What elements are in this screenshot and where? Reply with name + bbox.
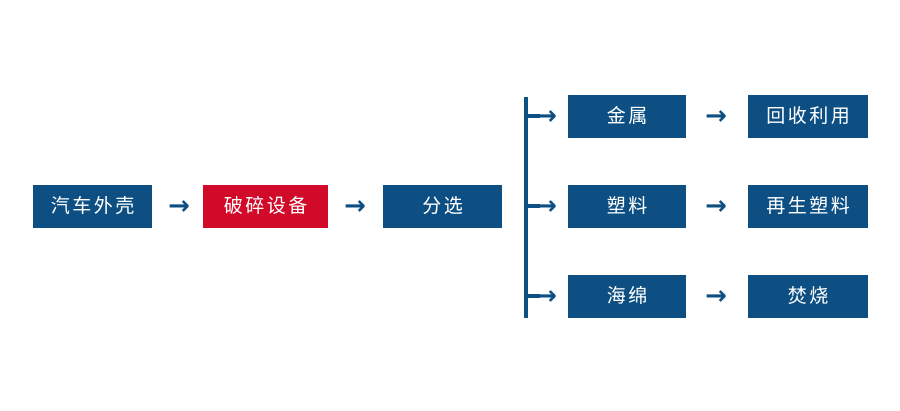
arrow-plastic-to-regenerated-plastic: → (705, 191, 727, 221)
node-metal[interactable]: 金属 (568, 95, 686, 138)
branch-arrow-metal: → (535, 101, 557, 131)
bus-stub-metal (526, 114, 540, 118)
node-regenerated-plastic[interactable]: 再生塑料 (748, 185, 868, 228)
arrow-metal-to-recycle-reuse: → (705, 101, 727, 131)
node-shredder[interactable]: 破碎设备 (203, 185, 328, 228)
node-sorting[interactable]: 分选 (383, 185, 502, 228)
bus-stub-plastic (526, 204, 540, 208)
arrow-shredder-to-sorting: → (344, 191, 366, 221)
node-incineration[interactable]: 焚烧 (748, 275, 868, 318)
node-recycle-reuse[interactable]: 回收利用 (748, 95, 868, 138)
branch-arrow-sponge: → (535, 281, 557, 311)
arrow-sponge-to-incineration: → (705, 281, 727, 311)
node-plastic[interactable]: 塑料 (568, 185, 686, 228)
branch-arrow-plastic: → (535, 191, 557, 221)
node-sponge[interactable]: 海绵 (568, 275, 686, 318)
node-shell[interactable]: 汽车外壳 (33, 185, 152, 228)
bus-stub-sponge (526, 294, 540, 298)
arrow-shell-to-shredder: → (168, 191, 190, 221)
